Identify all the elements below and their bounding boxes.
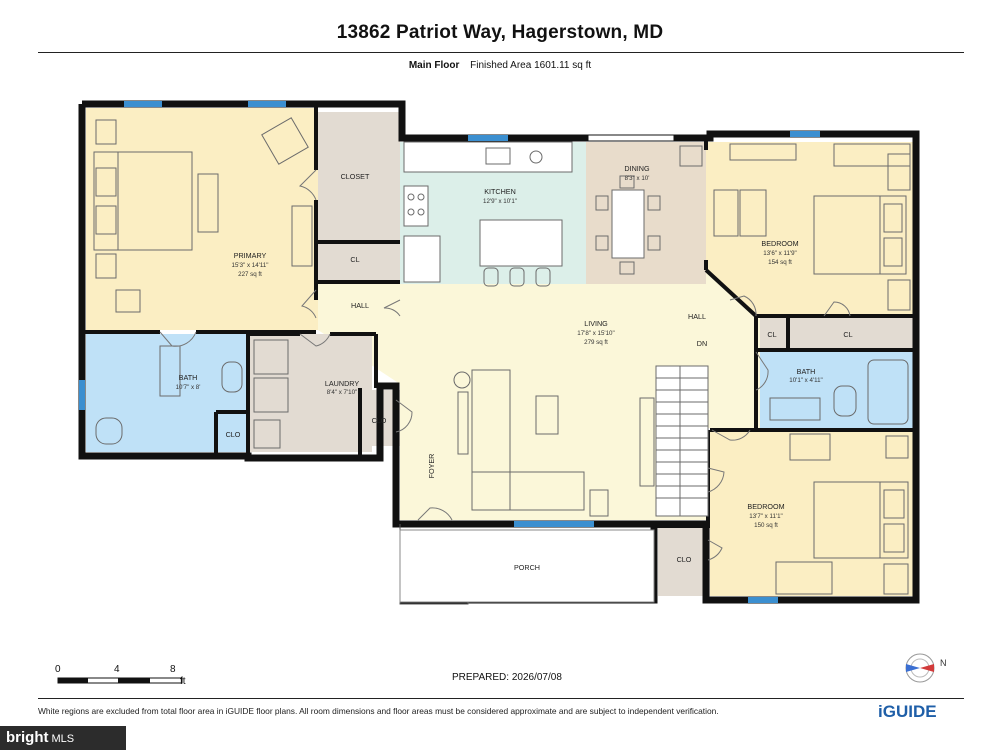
sliding-door xyxy=(587,134,675,142)
plan-title: 13862 Patriot Way, Hagerstown, MD xyxy=(336,22,664,43)
compass-north-label: N xyxy=(940,658,947,668)
primary-dims: 15'3" x 14'11" xyxy=(232,262,269,269)
door-swings xyxy=(159,169,851,561)
bedroom2-area: 150 sq ft xyxy=(754,522,778,529)
bedroom1-label: BEDROOM xyxy=(761,239,798,248)
hall-left-label: HALL xyxy=(351,301,369,310)
watermark-suffix: MLS xyxy=(51,733,75,745)
floor-label: Main Floor xyxy=(408,60,460,71)
laundry-dims: 8'4" x 7'10" xyxy=(327,389,358,396)
bath1-dims: 10'7" x 8' xyxy=(176,384,201,391)
bath1-room xyxy=(86,334,248,452)
bath2-dims: 10'1" x 4'11" xyxy=(789,377,822,384)
prepared-date: PREPARED: 2026/07/08 xyxy=(452,672,562,683)
bath2-label: BATH xyxy=(797,367,816,376)
laundry-label: LAUNDRY xyxy=(325,379,359,388)
bedroom1-area: 154 sq ft xyxy=(768,259,792,266)
bedroom1-dims: 13'6" x 11'9" xyxy=(763,250,796,257)
hall-right-label: HALL xyxy=(688,312,706,321)
scale-tick-4: 4 xyxy=(114,664,120,675)
scale-bar xyxy=(57,677,183,684)
title-divider xyxy=(38,52,964,53)
bedroom2-room xyxy=(710,428,916,596)
living-area: 279 sq ft xyxy=(584,339,608,346)
room-labels: PRIMARY 15'3" x 14'11" 227 sq ft CLOSET … xyxy=(176,164,853,572)
bath2-room xyxy=(760,352,916,428)
stairs xyxy=(655,365,709,517)
scale-unit: ft xyxy=(180,676,186,687)
living-dims: 17'8" x 15'10" xyxy=(577,330,614,337)
clo-bath-label: CLO xyxy=(226,430,241,439)
bedroom2-label: BEDROOM xyxy=(747,502,784,511)
bath1-label: BATH xyxy=(179,373,198,382)
footer-divider xyxy=(38,698,964,699)
stair-treads xyxy=(656,366,708,516)
cl-right2-room xyxy=(788,318,916,348)
foyer-label: FOYER xyxy=(427,454,436,479)
cl-primary-room xyxy=(318,242,400,282)
living-label: LIVING xyxy=(584,319,608,328)
laundry-room xyxy=(248,334,372,452)
dining-dims: 8'3" x 10' xyxy=(625,175,650,182)
kitchen-dims: 12'9" x 10'1" xyxy=(483,198,517,205)
bathtub xyxy=(867,359,909,425)
watermark-brand: bright xyxy=(6,729,49,746)
furniture xyxy=(93,117,911,595)
closet-label: CLOSET xyxy=(341,172,370,181)
clo-right-label: CLO xyxy=(677,555,692,564)
scale-tick-0: 0 xyxy=(55,664,61,675)
disclaimer-text: White regions are excluded from total fl… xyxy=(38,706,719,716)
cl-right1-label: CL xyxy=(767,330,776,339)
porch-outline xyxy=(399,524,655,605)
compass-icon xyxy=(905,653,935,683)
scale-tick-8: 8 xyxy=(170,664,176,675)
finished-area: Finished Area 1601.11 sq ft xyxy=(470,60,592,71)
living-room xyxy=(318,268,760,520)
cl-right2-label: CL xyxy=(843,330,852,339)
iguide-logo: iGUIDE xyxy=(878,702,937,721)
plan-subtitle: Main Floor Finished Area 1601.11 sq ft xyxy=(0,60,1000,71)
clo-right-room xyxy=(658,528,710,596)
porch-label: PORCH xyxy=(514,563,540,572)
primary-label: PRIMARY xyxy=(234,251,267,260)
primary-room xyxy=(86,108,318,330)
bedroom2-dims: 13'7" x 11'1" xyxy=(749,513,782,520)
clo-laundry-label: CLO xyxy=(372,416,387,425)
kitchen-label: KITCHEN xyxy=(484,187,516,196)
dn-label: DN xyxy=(697,339,707,348)
cl-primary-label: CL xyxy=(350,255,359,264)
primary-area: 227 sq ft xyxy=(238,271,262,278)
dining-label: DINING xyxy=(624,164,650,173)
windows xyxy=(79,101,820,603)
cl-right1-room xyxy=(760,318,788,348)
closet-room xyxy=(318,112,400,242)
